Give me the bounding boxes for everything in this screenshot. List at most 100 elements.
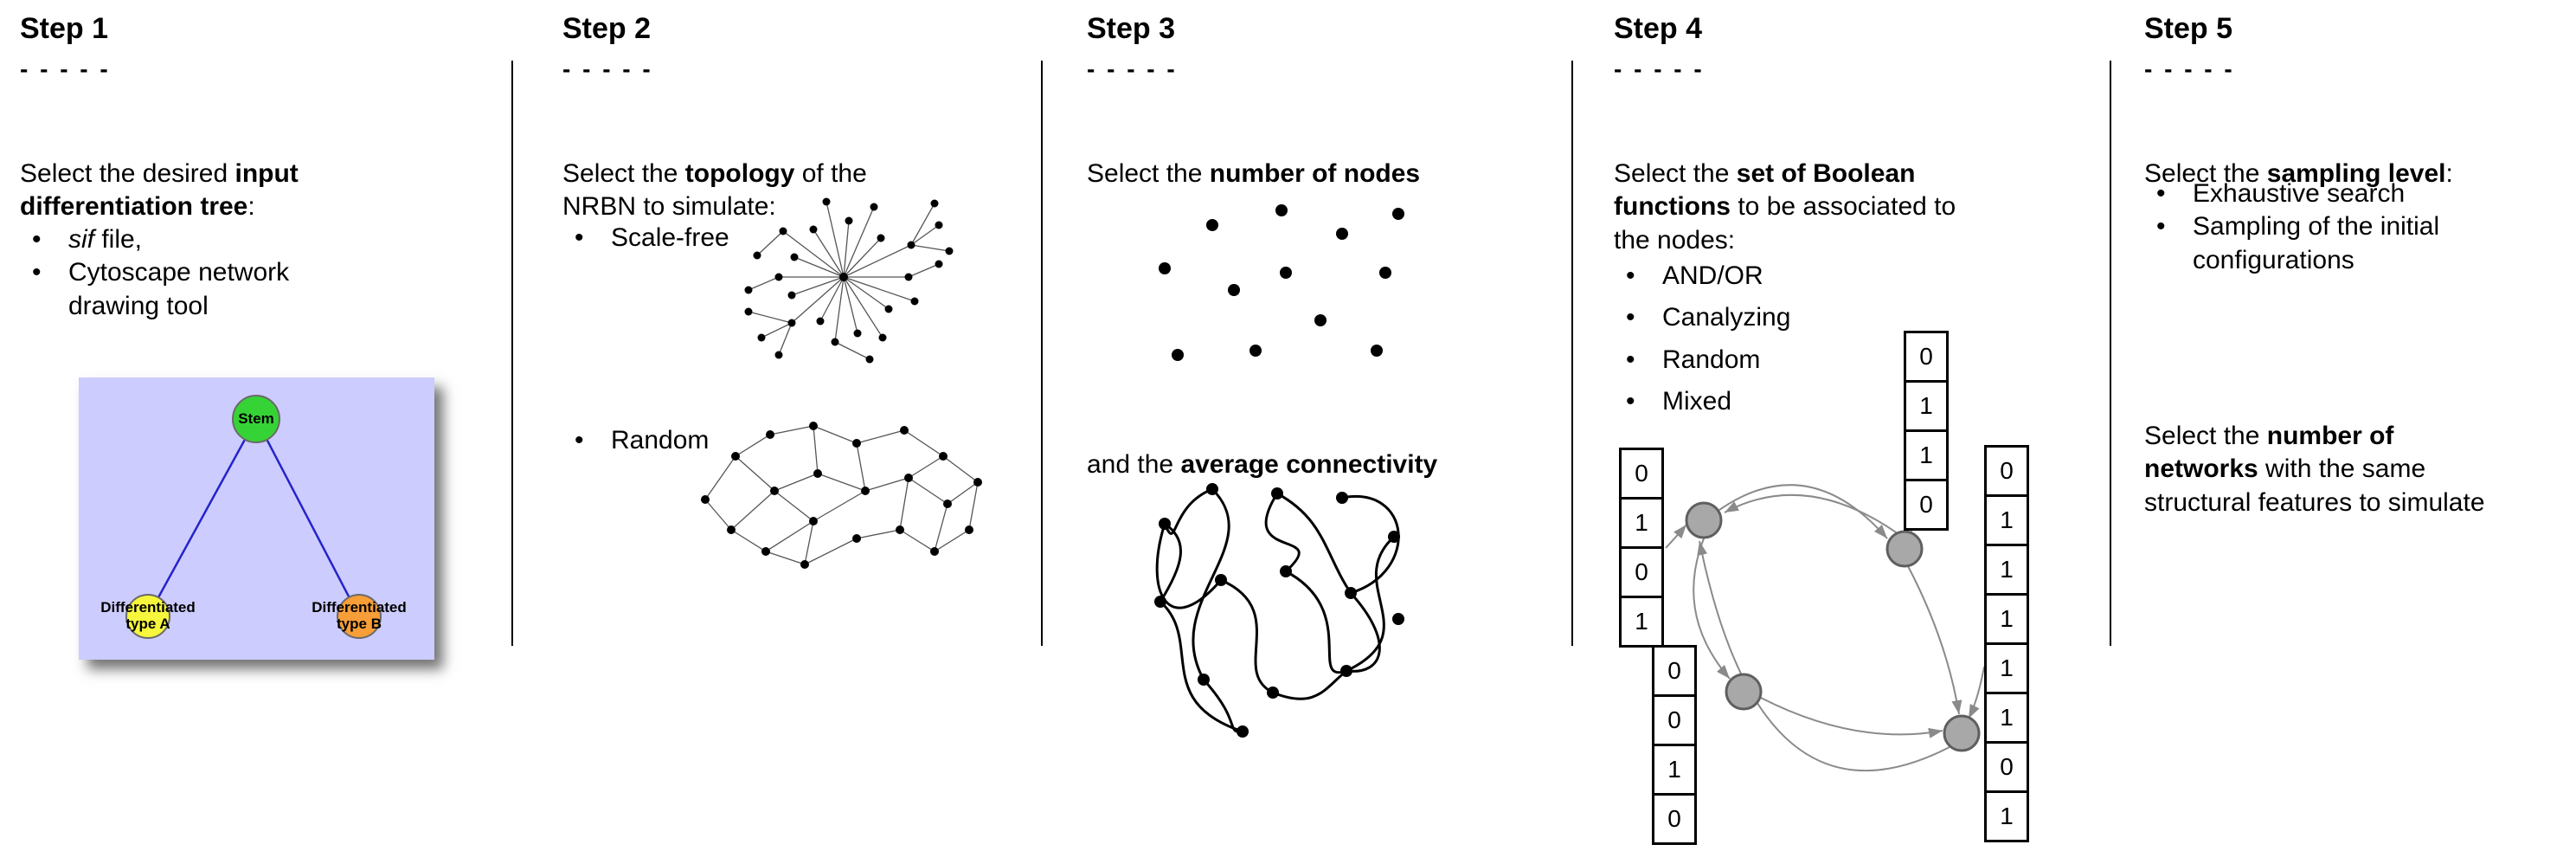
bullet-icon: • [2156,179,2166,208]
step-3-intro: Select the number of nodes [1087,159,1421,188]
bullet-icon: • [1626,387,1635,416]
type-a-node-label: Differentiated type A [79,599,217,632]
truth-table-cell: 0 [1904,479,1949,531]
boolean-node-2 [1885,530,1924,568]
truth-table-cell: 1 [1619,497,1664,549]
step-1-title: Step 1 [20,12,109,45]
truth-table-cell: 1 [1904,380,1949,432]
type-a-label-line1: Differentiated [100,599,196,616]
truth-table-cell: 1 [1984,593,2029,645]
type-b-label-line1: Differentiated [312,599,407,616]
bullet-icon: • [32,225,42,254]
boolean-node-1 [1685,501,1723,539]
truth-table-cell: 1 [1984,692,2029,744]
step-3-connectivity-text: and the average connectivity [1087,450,1438,479]
column-divider-2 [1041,61,1043,646]
truth-table-cell: 1 [1984,642,2029,694]
step-1-intro: Select the desired input differentiation… [20,159,299,222]
step-1-bullet-list: • sif file, • Cytoscape network drawing … [32,223,289,323]
type-b-label-line2: type B [337,616,382,633]
truth-table-cell: 0 [1619,546,1664,598]
truth-table-cell: 0 [1984,445,2029,497]
column-divider-3 [1571,61,1573,646]
boolean-network-edges [1665,432,1985,771]
step-2-intro: Select the topology of the NRBN to simul… [562,159,867,222]
bullet-sampling-configurations: • Sampling of the initial configurations [2156,210,2439,277]
bullet-icon: • [2156,212,2166,242]
bullet-text: Mixed [1662,387,1732,416]
bullet-mixed: • Mixed [1626,385,1790,418]
bullet-sif-file: • sif file, [32,223,289,256]
step-5-column: Step 5 - - - - - Select the sampling lev… [2144,0,2573,851]
bullet-text: AND/OR [1662,261,1763,290]
step-5-bullet-list: • Exhaustive search • Sampling of the in… [2156,177,2439,277]
bullet-text: Canalyzing [1662,303,1791,332]
random-network-graphic [701,422,982,569]
bullet-cytoscape: • Cytoscape network drawing tool [32,256,289,323]
truth-table-cell: 1 [1619,596,1664,648]
step-2-bullet-random-wrap: • Random [575,424,709,457]
bullet-random-functions: • Random [1626,344,1790,377]
step-2-bullet-scalefree-wrap: • Scale-free [575,222,729,255]
step-5-intro: Select the sampling level: [2144,159,2453,188]
step-3-dashes: - - - - - [1087,55,1178,82]
type-a-label-line2: type A [125,616,170,633]
step-1-dashes: - - - - - [20,55,111,82]
boolean-node-3 [1725,673,1763,711]
bullet-icon: • [32,258,42,287]
step-4-title: Step 4 [1614,12,1703,45]
bullet-text: Cytoscape network drawing tool [68,258,290,320]
truth-table-cell: 0 [1652,793,1697,845]
scale-free-network-graphic [744,197,954,364]
tree-edges-graphic [146,418,361,617]
truth-table-cell: 0 [1619,448,1664,500]
step-3-column: Step 3 - - - - - Select the number of no… [1087,0,1558,851]
bullet-icon: • [1626,261,1635,290]
differentiation-tree-figure: Stem Differentiated type A Differentiate… [79,377,434,660]
bullet-icon: • [575,223,584,252]
step-5-title: Step 5 [2144,12,2233,45]
differentiated-type-a-node [125,594,170,639]
bullet-icon: • [1626,345,1635,374]
step-4-bullet-list: • AND/OR • Canalyzing • Random • Mixed [1626,260,1790,428]
step-2-title: Step 2 [562,12,652,45]
differentiated-type-b-node [337,594,382,639]
connectivity-network-graphic [1154,483,1404,738]
bullet-text: Random [611,426,710,455]
bullet-icon: • [575,426,584,455]
step-3-title: Step 3 [1087,12,1176,45]
bullet-text: Sampling of the initial configurations [2193,212,2440,274]
truth-table-cell: 1 [1984,790,2029,842]
truth-table-cell: 1 [1904,429,1949,481]
column-divider-1 [511,61,513,646]
stem-node-label: Stem [238,410,274,427]
bullet-text: Random [1662,345,1761,374]
bullet-text: Exhaustive search [2193,179,2406,208]
step-5-networks-text: Select the number of networks with the s… [2144,422,2485,517]
truth-table-cell: 0 [1652,694,1697,746]
step-2-column: Step 2 - - - - - Select the topology of … [562,0,1017,851]
truth-table-cell: 0 [1652,645,1697,697]
nodes-dots-graphic [1159,204,1404,361]
step-2-dashes: - - - - - [562,55,653,82]
type-b-node-label: Differentiated type B [290,599,428,632]
bullet-icon: • [1626,303,1635,332]
bullet-exhaustive-search: • Exhaustive search [2156,177,2439,210]
truth-table-cell: 1 [1984,494,2029,546]
bullet-and-or: • AND/OR [1626,260,1790,293]
step-4-column: Step 4 - - - - - Select the set of Boole… [1614,0,2098,851]
bullet-canalyzing: • Canalyzing [1626,301,1790,334]
step-4-intro: Select the set of Boolean functions to b… [1614,159,1956,255]
bullet-text: Scale-free [611,223,729,252]
truth-table-cell: 0 [1984,741,2029,793]
column-divider-4 [2110,61,2111,646]
truth-table-cell: 0 [1904,331,1949,383]
bullet-scale-free: • Scale-free [575,222,729,255]
truth-table-cell: 1 [1984,544,2029,596]
